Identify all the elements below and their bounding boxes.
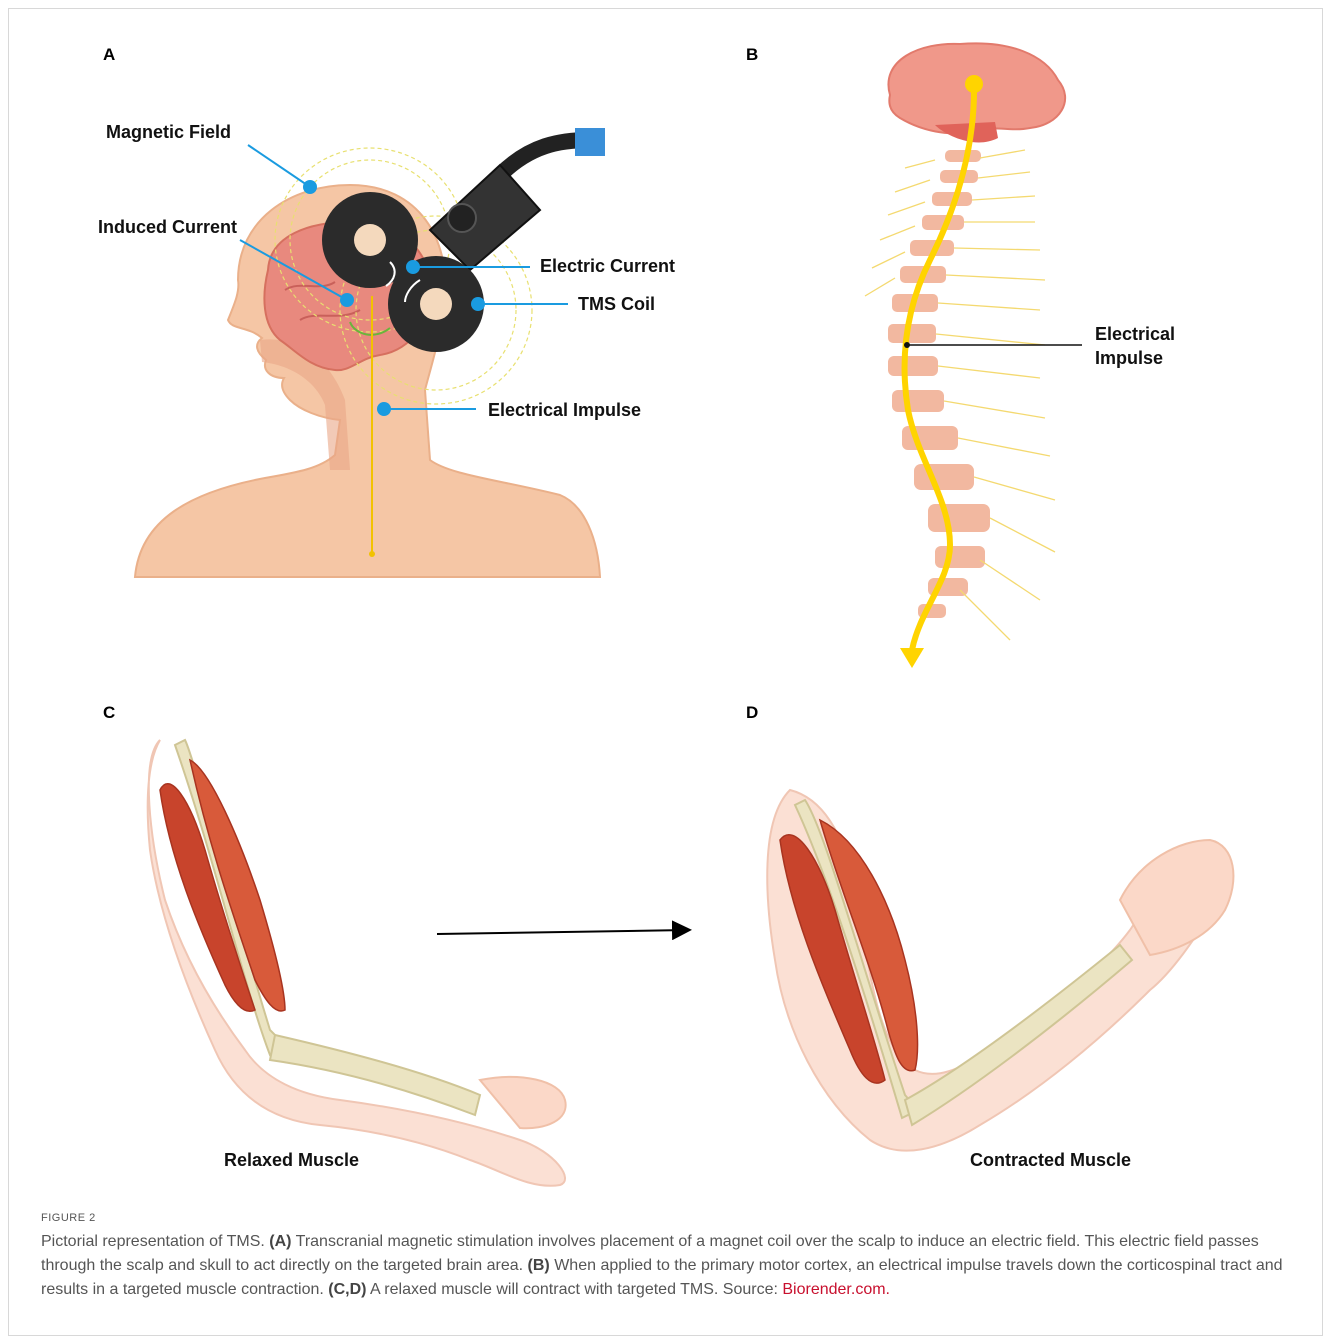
label-induced-current: Induced Current <box>98 217 237 237</box>
panel-c: C Relaxed Muscle <box>103 703 566 1186</box>
panel-a-letter: A <box>103 45 115 64</box>
label-magnetic-field: Magnetic Field <box>106 122 231 142</box>
caption-text-cd: A relaxed muscle will contract with targ… <box>370 1281 778 1298</box>
transition-arrow <box>437 930 688 934</box>
coil-handle <box>430 165 540 270</box>
label-relaxed-muscle: Relaxed Muscle <box>224 1150 359 1170</box>
source-link[interactable]: Biorender.com. <box>782 1281 890 1298</box>
caption-ref-b: (B) <box>528 1257 550 1274</box>
cable-plug <box>575 128 605 156</box>
panel-d-letter: D <box>746 703 758 722</box>
label-electrical-impulse-b-line2: Impulse <box>1095 348 1163 368</box>
panel-a: A <box>98 45 675 577</box>
panel-c-letter: C <box>103 703 115 722</box>
figure-label: FIGURE 2 <box>41 1212 96 1224</box>
caption-ref-a: (A) <box>269 1233 291 1250</box>
label-electrical-impulse-b-line1: Electrical <box>1095 324 1175 344</box>
callout-tms-coil: TMS Coil <box>471 294 655 314</box>
label-electric-current: Electric Current <box>540 256 675 276</box>
caption-ref-cd: (C,D) <box>328 1281 366 1298</box>
panel-b-letter: B <box>746 45 758 64</box>
callout-magnetic-field: Magnetic Field <box>106 122 317 194</box>
panel-d: D Contracted Muscle <box>746 703 1233 1170</box>
figure-caption: Pictorial representation of TMS. (A) Tra… <box>41 1230 1296 1302</box>
panel-b: B <box>746 43 1175 668</box>
label-tms-coil: TMS Coil <box>578 294 655 314</box>
label-electrical-impulse: Electrical Impulse <box>488 400 641 420</box>
figure-illustration: A <box>0 0 1331 1200</box>
caption-intro: Pictorial representation of TMS. <box>41 1233 265 1250</box>
label-contracted-muscle: Contracted Muscle <box>970 1150 1131 1170</box>
